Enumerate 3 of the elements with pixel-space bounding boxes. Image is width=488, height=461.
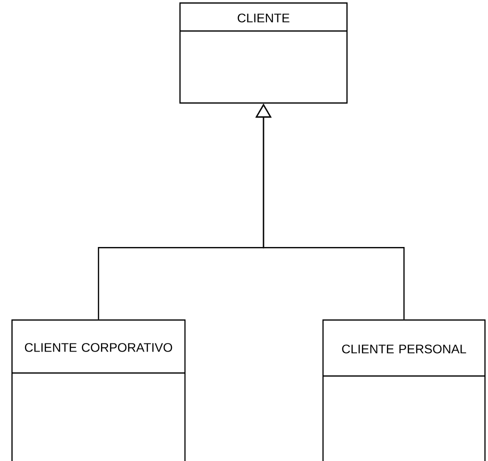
class-box: CLIENTE CORPORATIVO bbox=[11, 319, 186, 461]
class-box: CLIENTE PERSONAL bbox=[322, 319, 486, 461]
class-box: CLIENTE bbox=[179, 2, 348, 104]
